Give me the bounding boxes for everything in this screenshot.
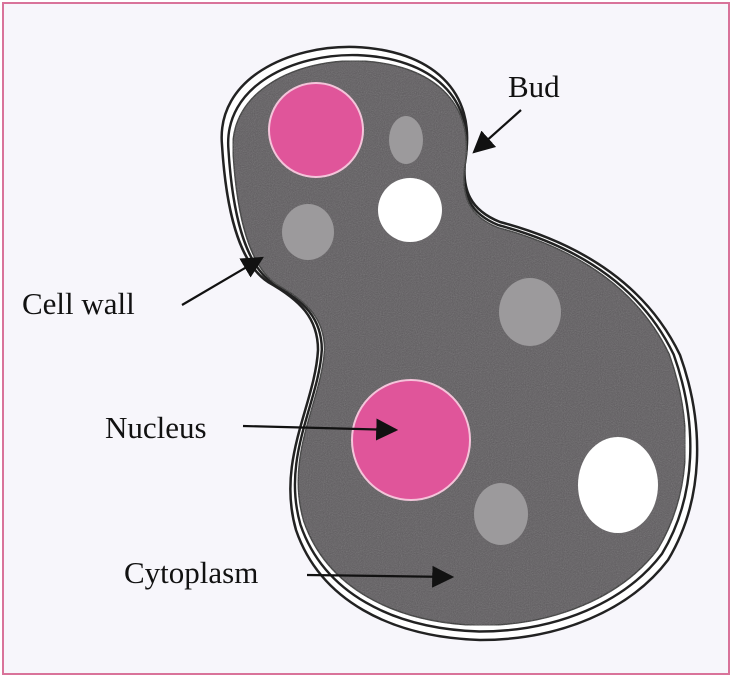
label-cytoplasm: Cytoplasm	[124, 555, 258, 590]
bud-arrow	[474, 110, 521, 152]
vacuole-left	[282, 204, 334, 260]
vacuole-bottom	[474, 483, 528, 545]
cell-wall-arrow	[182, 258, 262, 305]
nucleus-bud	[269, 83, 363, 177]
label-nucleus: Nucleus	[105, 410, 207, 445]
vacuole-right	[499, 278, 561, 346]
vacuole-white-bud	[378, 178, 442, 242]
vacuole-small-bud	[389, 116, 423, 164]
vacuole-white-large	[578, 437, 658, 533]
nucleus	[352, 380, 470, 500]
label-cell-wall: Cell wall	[22, 286, 135, 321]
label-bud: Bud	[508, 69, 560, 104]
